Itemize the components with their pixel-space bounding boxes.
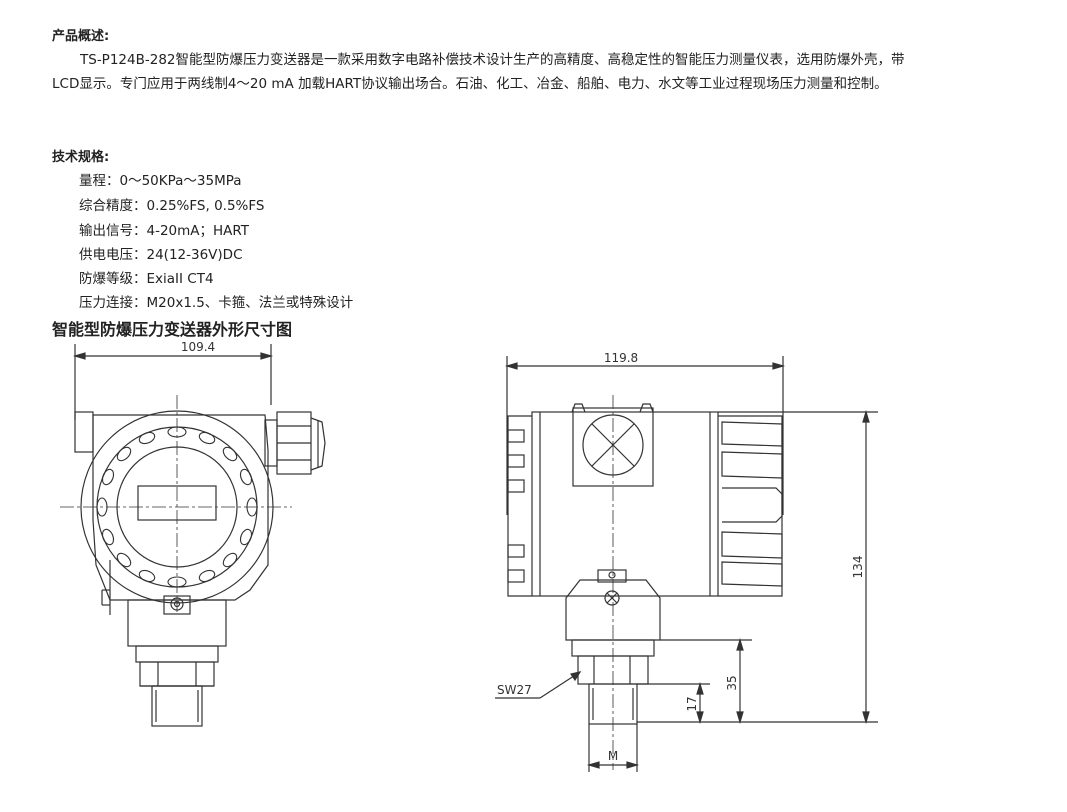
specs-heading: 技术规格: (52, 150, 110, 165)
dim-17: 17 (685, 696, 699, 711)
spec-connection: 压力连接：M20x1.5、卡箍、法兰或特殊设计 (79, 295, 354, 311)
dim-35: 35 (725, 675, 739, 690)
dim-height: 134 (851, 556, 865, 579)
spec-range: 量程：0～50KPa～35MPa (79, 173, 242, 189)
spec-supply: 供电电压：24(12-36V)DC (79, 247, 243, 263)
dim-side-width: 119.8 (604, 351, 638, 365)
overview-heading: 产品概述: (52, 29, 110, 44)
label-sw: SW27 (497, 683, 532, 697)
spec-explosion-proof: 防爆等级：ExiaII CT4 (79, 271, 214, 287)
overview-line-2: LCD显示。专门应用于两线制4～20 mA 加载HART协议输出场合。石油、化工… (52, 76, 888, 92)
dim-front-width: 109.4 (181, 340, 215, 354)
overview-line-1: TS-P124B-282智能型防爆压力变送器是一款采用数字电路补偿技术设计生产的… (80, 52, 905, 68)
front-view (60, 344, 326, 727)
label-m: M (608, 749, 618, 763)
side-view (495, 356, 878, 772)
spec-output: 输出信号：4-20mA；HART (79, 223, 250, 239)
drawing-title: 智能型防爆压力变送器外形尺寸图 (52, 320, 293, 339)
spec-accuracy: 综合精度：0.25%FS, 0.5%FS (79, 198, 265, 214)
